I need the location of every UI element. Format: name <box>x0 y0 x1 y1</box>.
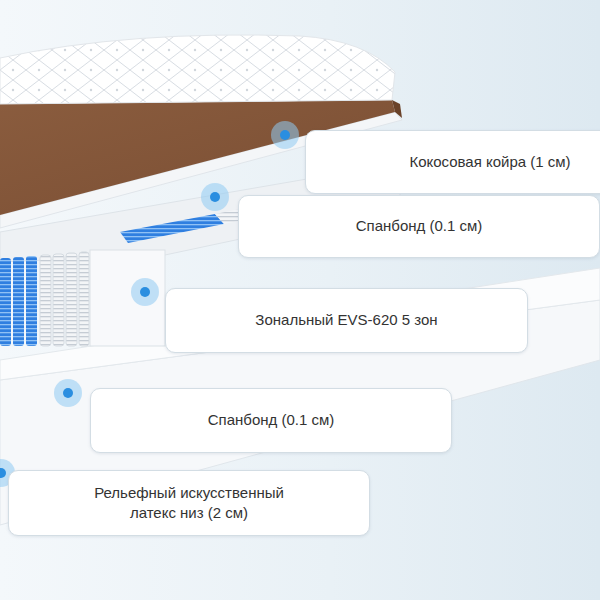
callout-box: Рельефный искусственный латекс низ (2 см… <box>8 470 370 536</box>
coir-edge <box>392 100 402 118</box>
callout-box: Зональный EVS-620 5 зон <box>165 288 528 353</box>
layer-label: Рельефный искусственный латекс низ (2 см… <box>74 483 304 524</box>
spring-row <box>120 214 224 243</box>
callout-box: Кокосовая койра (1 см) <box>305 130 600 194</box>
callout-box: Спанбонд (0.1 см) <box>90 388 452 453</box>
callout-box: Спанбонд (0.1 см) <box>238 195 600 258</box>
spring-columns <box>0 252 89 346</box>
quilted-cover <box>0 35 395 104</box>
layer-label: Спанбонд (0.1 см) <box>356 216 483 236</box>
layer-label: Спанбонд (0.1 см) <box>208 410 335 430</box>
layer-label: Кокосовая койра (1 см) <box>409 152 570 172</box>
foam-side <box>90 250 165 346</box>
layer-label: Зональный EVS-620 5 зон <box>255 310 437 330</box>
